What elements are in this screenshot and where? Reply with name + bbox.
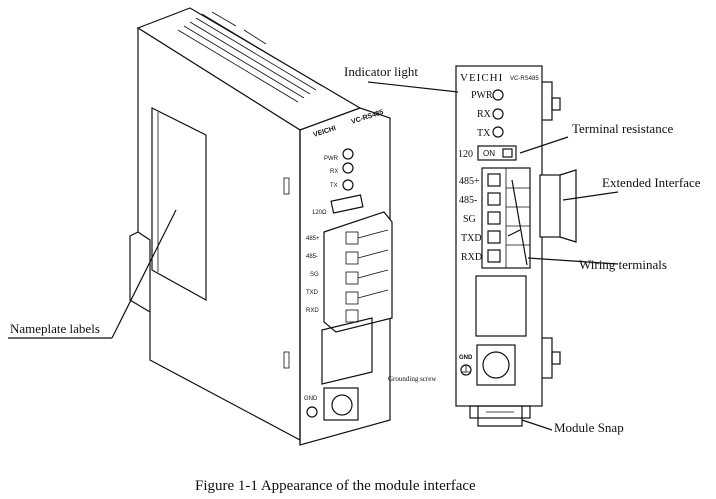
terminal-485n-label: 485- xyxy=(459,195,477,206)
figure-caption: Figure 1-1 Appearance of the module inte… xyxy=(195,478,476,494)
indicator-rx-label: RX xyxy=(477,109,492,120)
indicator-pwr-label: PWR xyxy=(471,90,493,101)
callout-indicator-light: Indicator light xyxy=(344,64,418,79)
nameplate-recess xyxy=(151,107,207,302)
callout-wiring-terminals: Wiring terminals xyxy=(579,257,667,272)
switch-value-label: 120 xyxy=(458,149,473,160)
front-panel xyxy=(455,65,543,407)
callout-extended-interface: Extended Interface xyxy=(602,175,701,190)
svg-text:SG: SG xyxy=(310,272,319,278)
top-vent-slots xyxy=(177,11,323,103)
svg-text:RXD: RXD xyxy=(306,308,319,314)
iso-indicators: PWR RX TX xyxy=(324,148,354,191)
callout-module-snap: Module Snap xyxy=(554,420,624,435)
svg-text:PWR: PWR xyxy=(324,156,339,162)
terminal-rxd-label: RXD xyxy=(461,252,482,263)
iso-terminal-block: 485+ 485- SG TXD RXD xyxy=(306,211,393,333)
svg-text:RX: RX xyxy=(330,169,338,175)
svg-text:485+: 485+ xyxy=(306,236,320,242)
callout-nameplate-labels: Nameplate labels xyxy=(10,321,100,336)
gnd-label: GND xyxy=(459,355,473,361)
indicator-rx-led xyxy=(492,108,504,120)
extended-interface-connector xyxy=(539,169,577,243)
front-view-module: VEICHI VC-RS485 PWR RX TX 120 ON xyxy=(455,65,577,427)
expansion-window xyxy=(475,275,527,337)
model-label: VC-RS485 xyxy=(510,76,539,82)
terminal-txd-label: TXD xyxy=(461,233,482,244)
iso-ground: GND xyxy=(304,387,359,421)
indicator-pwr-led xyxy=(492,89,504,101)
svg-text:485-: 485- xyxy=(306,254,318,260)
svg-text:120Ω: 120Ω xyxy=(312,210,327,216)
indicator-tx-led xyxy=(492,126,504,138)
svg-text:TX: TX xyxy=(330,183,338,189)
indicator-tx-label: TX xyxy=(477,128,491,139)
svg-text:TXD: TXD xyxy=(306,290,319,296)
terminal-resistance-switch: 120 ON xyxy=(458,145,517,161)
terminal-sg-label: SG xyxy=(463,214,476,225)
switch-state-label: ON xyxy=(483,149,495,158)
callout-grounding-screw: Grounding screw xyxy=(388,375,437,383)
grounding-screw: GND xyxy=(459,344,516,386)
module-snap xyxy=(469,405,531,427)
callout-lines xyxy=(8,81,619,431)
indicator-lights: PWR RX TX xyxy=(471,89,504,139)
terminal-485p-label: 485+ xyxy=(459,176,480,187)
isometric-module: VEICHI VC-RS485 PWR RX TX 120Ω 485+ xyxy=(129,7,393,446)
svg-text:GND: GND xyxy=(304,396,318,402)
brand-label: VEICHI xyxy=(460,72,503,84)
wiring-terminal-block: 485+ 485- SG TXD RXD xyxy=(459,167,531,269)
callout-terminal-resistance: Terminal resistance xyxy=(572,121,673,136)
